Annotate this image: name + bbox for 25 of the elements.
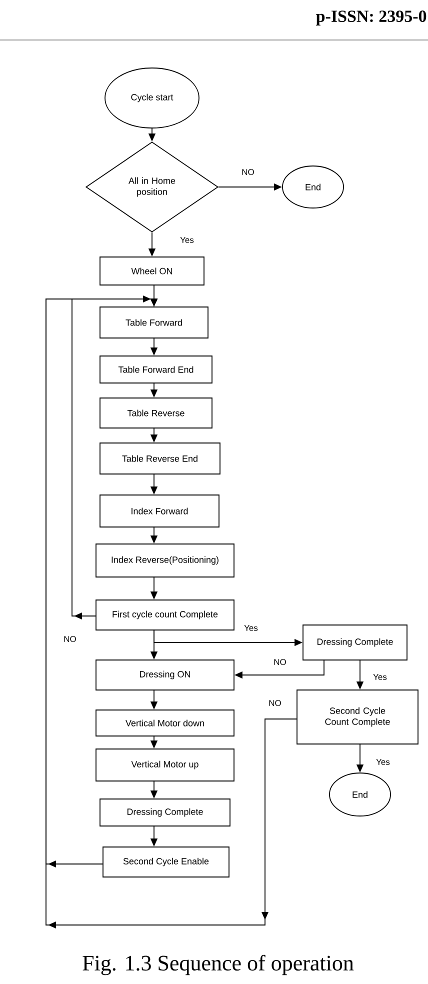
process-box: Vertical Motor up [96,748,234,782]
edge-label: Yes [243,624,259,632]
edge-label: NO [62,635,78,644]
process-box: Second Cycle Enable [102,846,230,878]
process-box: Dressing ON [96,660,234,690]
process-box: First cycle count Complete [96,600,234,630]
edge-label: NO [272,658,288,666]
edge-label: Yes [375,758,391,766]
process-box: Table Forward End [100,356,212,384]
process-box: Wheel ON [100,256,204,286]
process-box: Vertical Motor down [96,710,234,736]
page-header: p-ISSN: 2395-0 [316,10,426,26]
edge-label: NO [268,699,282,708]
process-box: Second Cycle Count Complete [296,690,418,744]
process-box: Index Forward [100,494,220,528]
process-box: Index Reverse(Positioning) [96,544,234,578]
process-box: Table Forward [100,306,208,338]
process-box: Dressing Complete [100,798,230,826]
process-box: Table Reverse [100,398,212,428]
process-box: Dressing Complete [302,624,408,660]
edge-label: NO [240,168,256,176]
process-box: Table Reverse End [100,442,220,474]
figure-caption: Fig. 1.3 Sequence of operation [82,954,354,976]
edge-label: Yes [372,673,388,681]
edge-label: Yes [179,236,195,244]
